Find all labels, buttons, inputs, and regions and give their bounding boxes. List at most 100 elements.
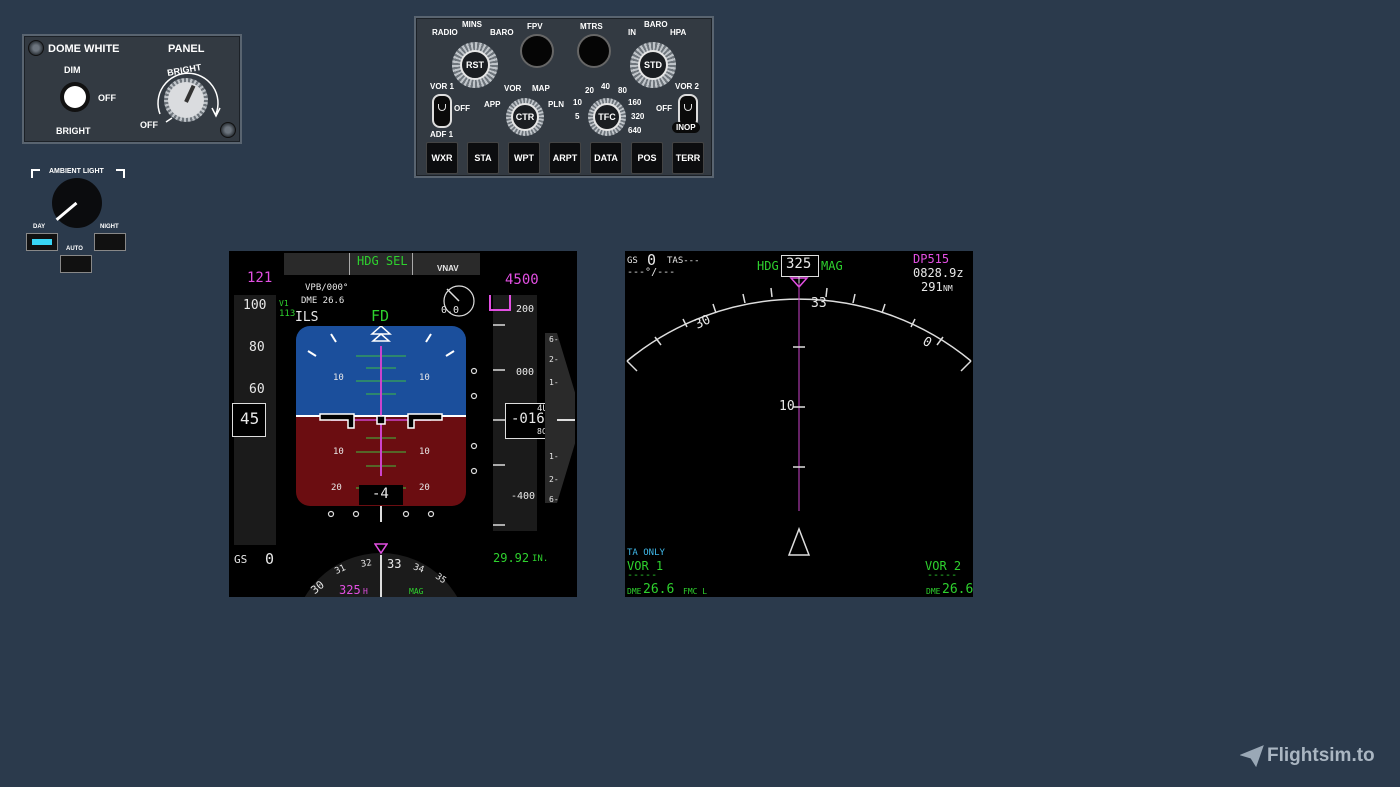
fma-divider-icon [412,253,413,275]
ambient-bracket-icon [31,169,125,178]
current-speed: 45 [240,409,260,428]
fma-bar [284,253,480,275]
night-label: NIGHT [100,224,119,230]
vsi-readout: 0.0 [441,305,460,316]
hpa-label: HPA [670,28,687,37]
dim-label: DIM [64,65,81,75]
wxr-button[interactable]: WXR [426,142,458,174]
nd-vor2-label: VOR 2 [925,559,962,573]
baro-knob[interactable]: STD [630,42,676,88]
panel-off-label: OFF [140,120,158,130]
nd-gs-label: GS [627,256,638,266]
baro-unit: IN. [532,554,549,564]
v1-label: V1 [279,299,289,308]
in-label: IN [628,28,636,37]
altitude-box-top: 4U [537,404,548,414]
mins-knob[interactable]: RST [452,42,498,88]
panel-brightness-knob[interactable] [164,78,208,122]
mtrs-button[interactable] [577,34,611,68]
nd-dme2-label: DME [926,587,941,596]
auto-button[interactable] [60,255,92,273]
range-selector-knob[interactable]: TFC [588,98,626,136]
nd-waypoint-eta: 0828.9z [913,266,964,280]
range-5-label: 5 [575,112,580,121]
rst-button[interactable]: RST [460,50,490,80]
mode-selector-knob[interactable]: CTR [506,98,544,136]
fma-hdg-sel: HDG SEL [357,254,408,268]
navigation-display[interactable]: GS 0 TAS--- ---°/--- HDG 325 MAG DP515 0… [625,251,973,597]
arpt-button[interactable]: ARPT [549,142,581,174]
ils-label: ILS [295,310,319,325]
rose-label: 32 [360,558,373,570]
pos-button[interactable]: POS [631,142,663,174]
dome-white-label: DOME WHITE [48,43,120,55]
nd-vor1-label: VOR 1 [627,559,664,573]
std-button[interactable]: STD [638,50,668,80]
panel-brightness-arc-icon [157,72,221,123]
ambient-knob-pointer-icon [55,201,78,221]
panel-label: PANEL [168,43,205,55]
vor2-label: VOR 2 [675,82,700,91]
vsi-tick: 6- [549,495,559,504]
nd-gs-value: 0 [647,251,657,269]
switch-lever-icon [438,104,446,111]
fd-label: FD [371,307,390,325]
baro-left-label: BARO [490,28,514,37]
day-indicator-icon [32,239,52,245]
vpb-readout: VPB/000° [305,283,349,293]
vor2-adf2-switch[interactable] [678,94,698,128]
primary-flight-display[interactable]: HDG SEL VNAV 121 4500 VPB/000° DME 26.6 … [229,251,577,597]
nd-heading-box [781,255,819,277]
speed-tick-100: 100 [243,298,267,313]
localizer-scale-icon [327,506,435,522]
mtrs-label: MTRS [580,22,603,31]
dme-readout: DME 26.6 [301,296,345,306]
mins-label: MINS [462,20,482,29]
nd-vor1-dash: ----- [627,570,658,581]
alt-tick-minus400: -400 [511,491,536,502]
dome-light-switch[interactable] [60,82,90,112]
alt-tick-marks-icon [493,324,505,526]
terr-button[interactable]: TERR [672,142,704,174]
sta-button[interactable]: STA [467,142,499,174]
baro-right-label: BARO [644,20,668,29]
range-40-label: 40 [601,82,610,91]
bank-pointer-dial-icon [443,285,475,317]
nd-arc-label-33: 33 [811,296,827,311]
wpt-button[interactable]: WPT [508,142,540,174]
pitch-20-dn-left: 20 [331,483,342,493]
baro-setting: 29.92 [493,551,530,565]
ctr-button[interactable]: CTR [511,103,539,131]
dome-switch-cap-icon [64,86,86,108]
pfd-gs-value: 0 [265,550,275,568]
tfc-button[interactable]: TFC [593,103,621,131]
night-button[interactable] [94,233,126,251]
pitch-10-up-left: 10 [333,373,344,383]
day-button[interactable] [26,233,58,251]
brand-watermark: Flightsim.to [1267,745,1375,766]
alt-bug-icon [489,295,511,311]
vor-label: VOR [504,84,522,93]
ambient-light-knob[interactable] [52,178,102,228]
fma-vnav: VNAV [437,264,459,273]
nd-waypoint-unit: NM [943,284,953,293]
efis-control-panel: MINS RADIO BARO RST FPV MTRS BARO IN HPA… [414,16,714,178]
map-label: MAP [532,84,550,93]
attitude-overlay-icon [307,326,455,489]
nd-ta-only: TA ONLY [627,548,665,558]
selected-speed: 121 [247,270,273,286]
range-320-label: 320 [631,112,645,121]
altitude-value: -0160 [511,411,554,427]
nd-dme1-label: DME [627,587,642,596]
data-button[interactable]: DATA [590,142,622,174]
nd-heading-value: 325 [786,256,812,272]
rose-lubber-icon [380,555,382,597]
ambient-light-panel: AMBIENT LIGHT DAY AUTO NIGHT [24,166,130,276]
nd-fmc-label: FMC L [683,587,708,596]
fpv-button[interactable] [520,34,554,68]
vor1-adf1-switch[interactable] [432,94,452,128]
pln-label: PLN [548,100,564,109]
range-80-label: 80 [618,86,627,95]
selected-altitude: 4500 [505,272,539,288]
inop-badge: INOP [672,122,700,133]
